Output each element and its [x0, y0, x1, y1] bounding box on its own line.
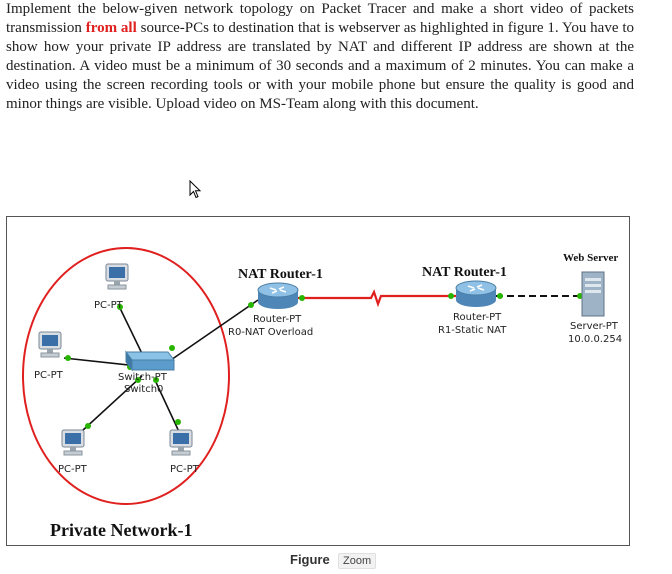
pc-bottom-right-label: PC-PT: [170, 464, 200, 475]
pc-top-icon: [105, 263, 129, 290]
instructions-paragraph: Implement the below-given network topolo…: [6, 0, 634, 114]
router-right-name: R1-Static NAT: [438, 325, 507, 336]
server-type: Server-PT: [570, 321, 619, 332]
pc-bottom-right-icon: [169, 429, 193, 456]
instructions-text-2: source-PCs to destination that is webser…: [6, 20, 635, 112]
private-network-label: Private Network-1: [50, 520, 192, 540]
server-icon: [581, 271, 605, 317]
router-right-icon: [455, 280, 497, 307]
network-topology-figure: NAT Router-1 NAT Router-1 Web Server Rou…: [22, 247, 622, 540]
router-right-type: Router-PT: [453, 312, 502, 323]
server-ip: 10.0.0.254: [568, 334, 622, 345]
mouse-cursor-icon: [189, 180, 202, 199]
nat-router-left-title: NAT Router-1: [238, 267, 323, 282]
switch-icon: [125, 350, 175, 372]
instructions-text-1: Implement the below-given network topolo…: [6, 1, 634, 36]
private-network-circle: [22, 247, 230, 505]
router-left-icon: [257, 282, 299, 309]
pc-left-label: PC-PT: [34, 370, 64, 381]
zoom-button[interactable]: Zoom: [338, 553, 377, 569]
switch-name-label: Switch0: [124, 384, 163, 395]
pc-top-label: PC-PT: [94, 300, 124, 311]
router-left-name: R0-NAT Overload: [228, 327, 313, 338]
figure-caption: Figure: [290, 552, 330, 567]
web-server-title: Web Server: [563, 252, 618, 264]
nat-router-right-title: NAT Router-1: [422, 265, 507, 280]
pc-left-icon: [38, 331, 62, 358]
serial-link: [298, 289, 456, 308]
switch-type-label: Switch-PT: [118, 372, 168, 383]
router-left-type: Router-PT: [253, 314, 302, 325]
instructions-highlight: from all: [85, 20, 137, 36]
pc-bottom-left-label: PC-PT: [58, 464, 88, 475]
pc-bottom-left-icon: [61, 429, 85, 456]
